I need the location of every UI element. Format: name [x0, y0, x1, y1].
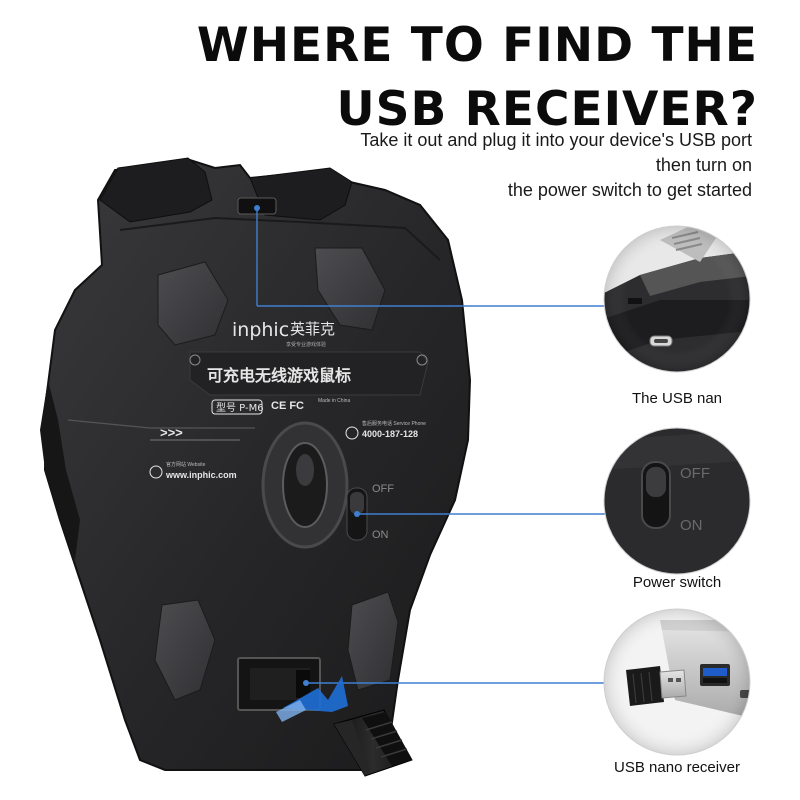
- leader-dot-top: [254, 205, 260, 211]
- headline-line-2: USB RECEIVER?: [336, 82, 758, 137]
- callout-label-power-switch: Power switch: [632, 574, 722, 591]
- headline: WHERE TO FIND THE USB RECEIVER?: [197, 14, 758, 142]
- callout-switch-on: ON: [680, 517, 703, 534]
- mouse-model: 型号 P-M6: [216, 401, 264, 414]
- callout-usb-receiver: [603, 608, 751, 756]
- mouse-switch-on: ON: [372, 529, 389, 541]
- instruction-line-1: Take it out and plug it into your device…: [360, 130, 752, 150]
- mouse-label-text: inphic 英菲克 享受专业游戏体验 可充电无线游戏鼠标 CE FC 型号 P…: [149, 319, 426, 541]
- callout-usb-port: [603, 225, 751, 373]
- mouse-brand-cn: 英菲克: [290, 320, 335, 338]
- instruction-line-3: the power switch to get started: [507, 180, 752, 200]
- mouse-underside: [40, 157, 472, 771]
- leader-lines: [256, 208, 606, 684]
- mouse-made-in: Made in China: [318, 398, 350, 404]
- mouse-hotline-caption: 售后服务电话 Service Phone: [362, 420, 426, 427]
- instruction-line-2: then turn on: [655, 155, 752, 175]
- callout-label-usb-port: The USB nan: [631, 390, 723, 407]
- headline-line-1: WHERE TO FIND THE: [196, 18, 758, 73]
- mouse-cert-marks: CE FC: [271, 400, 304, 412]
- callout-power-switch: OFF ON: [603, 427, 751, 575]
- callout-label-usb-receiver: USB nano receiver: [614, 759, 740, 776]
- mouse-brand: inphic: [232, 319, 289, 341]
- mouse-arrows: >>>: [160, 425, 183, 440]
- instructions: Take it out and plug it into your device…: [360, 128, 752, 203]
- insert-arrow-tail: [276, 700, 306, 722]
- mouse-brand-sub: 享受专业游戏体验: [286, 341, 326, 348]
- mouse-switch-off: OFF: [372, 483, 394, 495]
- mouse-product-name: 可充电无线游戏鼠标: [207, 366, 351, 385]
- mouse-hotline: 4000-187-128: [362, 429, 418, 439]
- leader-dot-middle: [354, 511, 360, 517]
- callout-switch-off: OFF: [680, 465, 710, 482]
- mouse-website: www.inphic.com: [165, 470, 237, 480]
- mouse-website-caption: 官方网站 Website: [166, 461, 206, 468]
- leader-dot-bottom: [303, 680, 309, 686]
- usb-receiver: [333, 709, 413, 777]
